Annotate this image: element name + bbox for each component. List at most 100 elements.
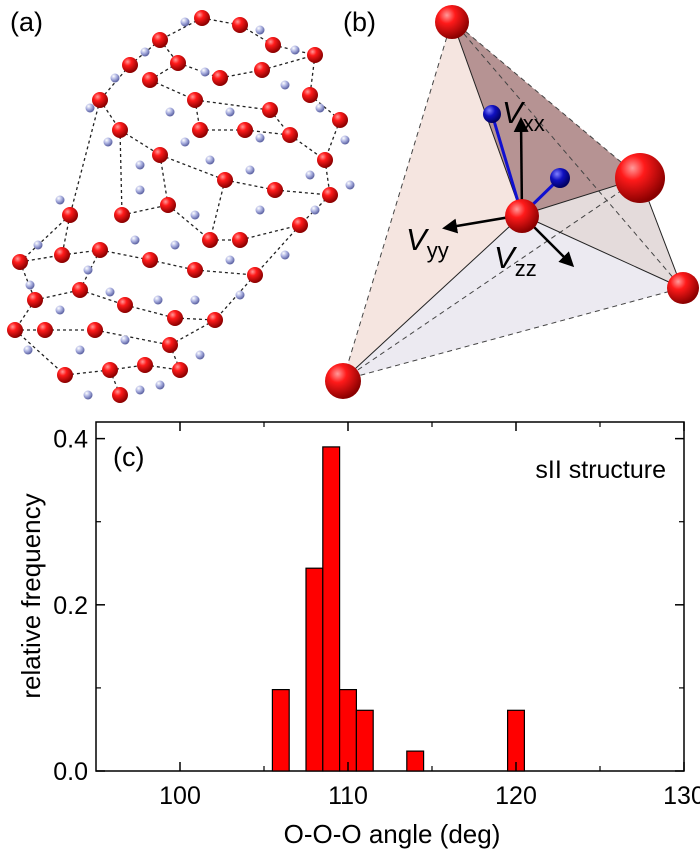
hydrogen-atom [340, 135, 350, 145]
oxygen-atom [62, 207, 78, 223]
oxygen-atom [102, 362, 118, 378]
oxygen-atom [117, 297, 133, 313]
oxygen-atom [112, 122, 128, 138]
hydrogen-atom [190, 210, 200, 220]
hydrogen-bond [194, 269, 256, 276]
oxygen-atom [152, 32, 168, 48]
oxygen-atom [54, 247, 70, 263]
hydrogen-atom [190, 295, 200, 305]
oxygen-atom [142, 252, 158, 268]
vzz-label: Vzz [494, 240, 537, 281]
oxygen-atom [87, 322, 103, 338]
hydrogen-atom [200, 67, 210, 77]
hydrogen-atom [225, 107, 235, 117]
oxygen-atom [114, 207, 130, 223]
blue-atom-2 [550, 168, 570, 188]
hydrogen-atom [33, 240, 43, 250]
oxygen-atom [262, 102, 278, 118]
hydrogen-atom [120, 335, 130, 345]
hydrogen-atom [55, 195, 65, 205]
hydrogen-atom [75, 345, 85, 355]
y-axis-label: relative frequency [16, 493, 46, 698]
bar-110 [339, 688, 358, 772]
oxygen-atom [217, 172, 233, 188]
hydrogen-bond [109, 369, 121, 396]
oxygen-atom [194, 10, 210, 26]
vertex-atom-bottom-left [325, 363, 361, 399]
hydrogen-atom [255, 25, 265, 35]
tetra-face-right [522, 178, 682, 288]
vyy-label: Vyy [406, 222, 449, 263]
oxygen-atom [57, 367, 73, 383]
hydrogen-atom [205, 155, 215, 165]
x-tick-label: 120 [495, 782, 537, 810]
hydrogen-atom [135, 185, 145, 195]
hydrogen-atom [315, 103, 325, 113]
hydrogen-atom [195, 350, 205, 360]
tetra-face-top [452, 20, 640, 215]
oxygen-atom [322, 187, 338, 203]
panel-b: (b) [325, 5, 699, 399]
oxygen-atom [122, 57, 138, 73]
hydrogen-bond [69, 99, 101, 216]
chart-annotation: sII structure [535, 456, 666, 484]
oxygen-atom [267, 182, 283, 198]
oxygen-atom [212, 70, 228, 86]
oxygen-atom [142, 72, 158, 88]
blue-atom-1 [483, 105, 501, 123]
oxygen-atom [160, 197, 176, 213]
hydrogen-atom [255, 205, 265, 215]
hydrogen-atom [140, 47, 150, 57]
hydrogen-bond [261, 54, 316, 71]
hydrogen-atom [305, 170, 315, 180]
hydrogen-bond [167, 204, 211, 241]
hydrogen-atom [170, 240, 180, 250]
hydrogen-atom [23, 345, 33, 355]
hydrogen-bond [274, 189, 331, 196]
oxygen-atom [187, 92, 203, 108]
oxygen-atom [265, 37, 281, 53]
hydrogen-bond [209, 179, 226, 241]
vertex-atom-far-right [667, 272, 699, 304]
bar-111 [355, 709, 374, 772]
vertex-atom-right [615, 153, 665, 203]
bar-109 [322, 446, 341, 772]
tetra-dashed-edges [342, 19, 683, 381]
oxygen-atom [167, 310, 183, 326]
hydrogen-atom [135, 160, 145, 170]
tetra-face-left [343, 20, 522, 380]
oxygen-atom [237, 122, 253, 138]
oxygen-atom [192, 122, 208, 138]
vertex-atom-top [435, 5, 469, 39]
oxygen-atom [232, 17, 248, 33]
hydrogen-atom [110, 73, 120, 83]
hydrogen-atom [103, 137, 113, 147]
hydrogen-atom [290, 45, 300, 55]
oxygen-atom [12, 254, 28, 270]
oxygen-atom [137, 357, 153, 373]
hydrogen-atom [25, 280, 35, 290]
oxygen-atom [112, 387, 128, 403]
oxygen-atom [254, 62, 270, 78]
bars [271, 446, 526, 772]
hydrogen-atom [225, 255, 235, 265]
y-tick-label: 0.0 [53, 758, 88, 786]
hydrogen-atom [83, 265, 93, 275]
oxygen-atom [332, 112, 348, 128]
bar-106 [271, 688, 290, 772]
hydrogen-atom [180, 17, 190, 27]
hydrogen-atom [153, 295, 163, 305]
oxygen-atom [72, 282, 88, 298]
hydrogen-bond [124, 304, 176, 319]
oxygen-atom [37, 322, 53, 338]
hydrogen-atom [130, 235, 140, 245]
bar-120 [507, 709, 526, 772]
oxygen-atom [92, 92, 108, 108]
clathrate-cage-image [7, 10, 355, 403]
hydrogen-atom [83, 390, 93, 400]
tetra-face-bottom [343, 215, 682, 380]
hydrogen-bond [214, 274, 256, 321]
hydrogen-atom [345, 180, 355, 190]
